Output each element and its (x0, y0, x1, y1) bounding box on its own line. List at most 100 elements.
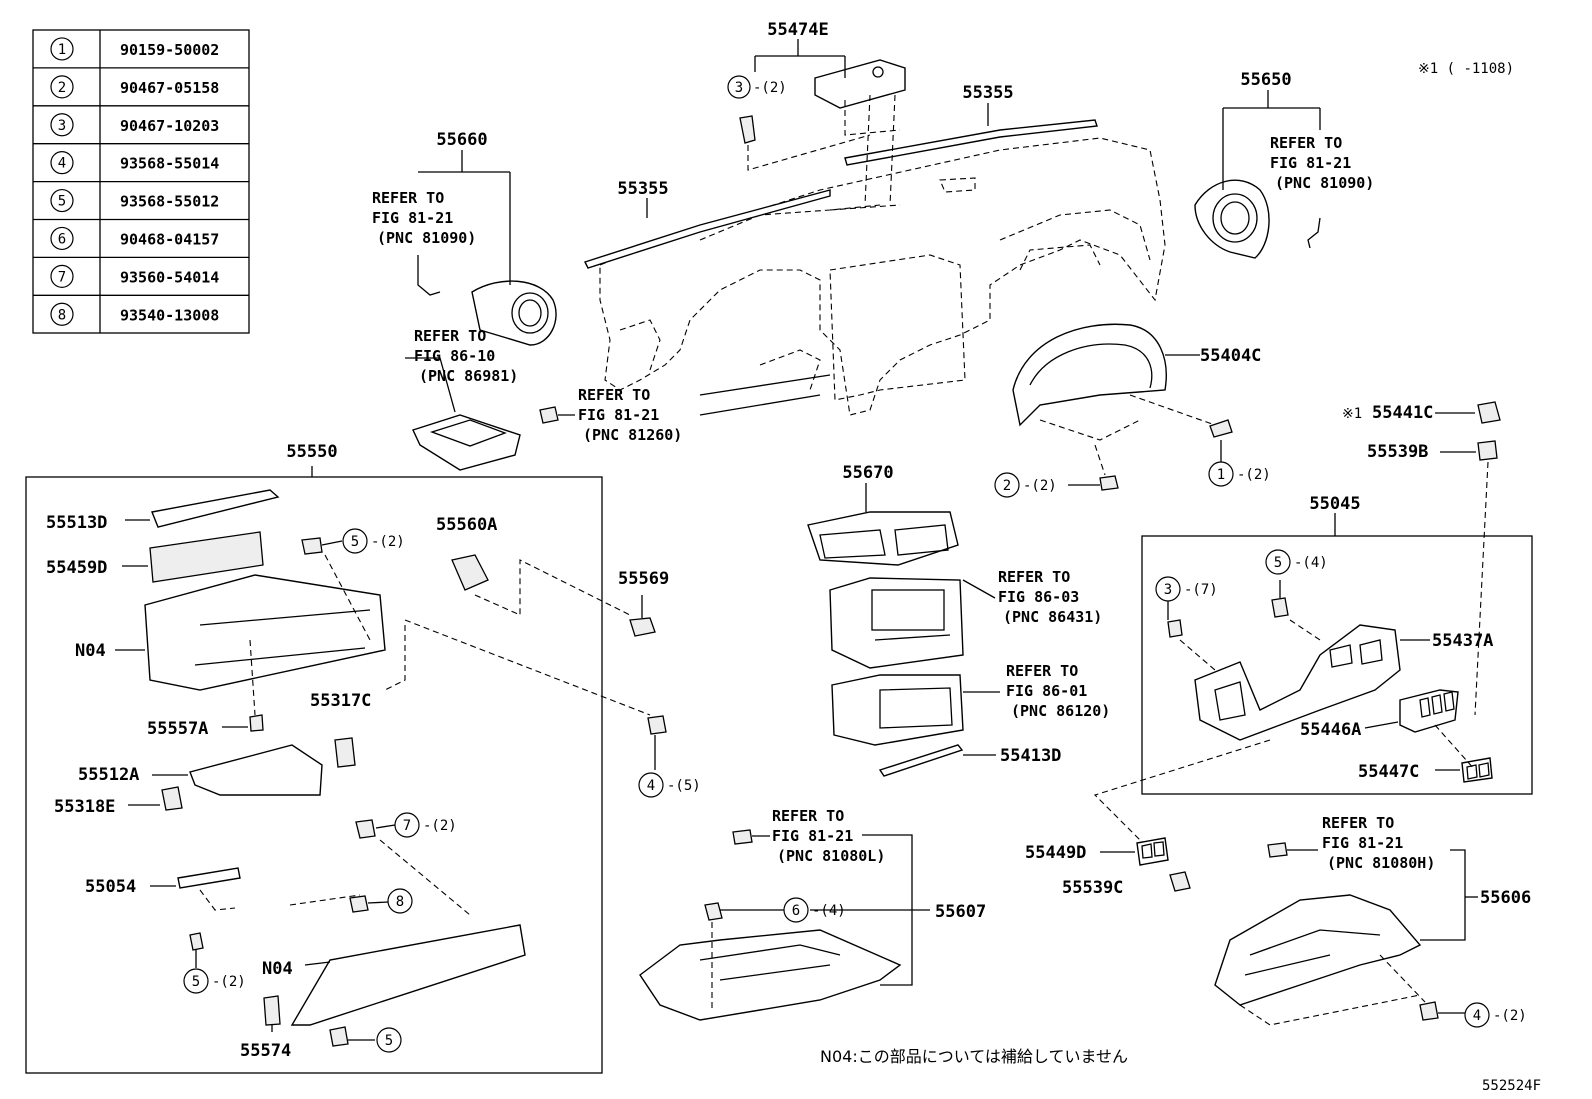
row-number: 6 (58, 231, 66, 247)
ref-55650: REFER TO FIG 81-21 (PNC 81090) (1270, 134, 1374, 192)
svg-text:FIG 86-03: FIG 86-03 (998, 588, 1079, 606)
label-n04-box: N04 (75, 641, 106, 661)
svg-text:4: 4 (1473, 1008, 1481, 1024)
label-55459D: 55459D (46, 558, 107, 578)
label-55574: 55574 (240, 1041, 291, 1061)
label-n04-door: N04 (262, 959, 293, 979)
svg-text:5: 5 (351, 534, 359, 550)
label-55413D: 55413D (1000, 746, 1061, 766)
part-55660-vent (417, 255, 557, 346)
callout-6: 6 -(4) (783, 897, 846, 923)
label-55550: 55550 (286, 442, 337, 462)
callout-5-c: 5 (376, 1027, 402, 1053)
svg-text:6: 6 (792, 903, 800, 919)
label-55441C-mark: ※1 (1342, 406, 1362, 422)
row-part-number: 90467-10203 (120, 117, 219, 135)
label-55054: 55054 (85, 877, 136, 897)
svg-text:(PNC 81090): (PNC 81090) (1275, 174, 1374, 192)
tray-86981 (412, 414, 521, 471)
label-55446A: 55446A (1300, 720, 1361, 740)
switch-panel-group (1093, 513, 1533, 841)
label-55606: 55606 (1480, 888, 1531, 908)
ref-86431: REFER TO FIG 86-03 (PNC 86431) (998, 568, 1102, 626)
label-55355-left: 55355 (617, 179, 668, 199)
callout-5-b: 5 -(2) (183, 968, 246, 994)
svg-text:5: 5 (192, 974, 200, 990)
svg-text:REFER TO: REFER TO (1270, 134, 1342, 152)
row-number-circle (50, 226, 74, 251)
part-55670-center-stack (807, 511, 1000, 777)
svg-text:5: 5 (1274, 555, 1282, 571)
label-55650: 55650 (1240, 70, 1291, 90)
svg-text:FIG 86-10: FIG 86-10 (414, 347, 495, 365)
svg-text:-(2): -(2) (1023, 478, 1057, 494)
label-55447C: 55447C (1358, 762, 1419, 782)
part-labels: 55474E 55355 55355 55650 55660 55404C ※1… (46, 20, 1531, 1061)
label-55660: 55660 (436, 130, 487, 150)
part-55404C-meter-hood (1012, 323, 1233, 491)
svg-text:(PNC 86431): (PNC 86431) (1003, 608, 1102, 626)
svg-text:FIG 81-21: FIG 81-21 (1270, 154, 1351, 172)
ref-86981: REFER TO FIG 86-10 (PNC 86981) (414, 327, 518, 385)
label-55317C: 55317C (310, 691, 371, 711)
row-part-number: 90468-04157 (120, 230, 219, 248)
row-number-circle (50, 151, 74, 175)
row-number: 4 (58, 156, 66, 172)
callout-3-top: 3 -(2) (727, 75, 787, 99)
callout-1-mid: 1 -(2) (1208, 461, 1271, 487)
label-55474E: 55474E (767, 20, 828, 40)
row-number-circle (50, 302, 74, 326)
svg-text:FIG 81-21: FIG 81-21 (772, 827, 853, 845)
row-number: 1 (58, 42, 66, 58)
svg-text:2: 2 (1003, 478, 1011, 494)
parts-table-row: 6 90468-04157 (33, 218, 249, 251)
svg-text:-(2): -(2) (753, 80, 787, 96)
svg-text:-(4): -(4) (812, 903, 846, 919)
part-55606-lower-panel (1214, 842, 1478, 1026)
glovebox-group (25, 466, 651, 1074)
ref-81080H: REFER TO FIG 81-21 (PNC 81080H) (1322, 814, 1435, 872)
svg-text:(PNC 86981): (PNC 86981) (419, 367, 518, 385)
part-55650-vent (1194, 179, 1321, 259)
instrument-panel-drawing (539, 59, 1166, 424)
row-number: 5 (58, 194, 66, 210)
svg-text:(PNC 86120): (PNC 86120) (1011, 702, 1110, 720)
label-55557A: 55557A (147, 719, 208, 739)
label-55607: 55607 (935, 902, 986, 922)
svg-text:5: 5 (385, 1033, 393, 1049)
label-55355-top: 55355 (962, 83, 1013, 103)
svg-text:FIG 86-01: FIG 86-01 (1006, 682, 1087, 700)
refer-blocks: REFER TO FIG 81-21 (PNC 81090) REFER TO … (372, 134, 1435, 872)
svg-text:7: 7 (403, 818, 411, 834)
svg-text:REFER TO: REFER TO (998, 568, 1070, 586)
svg-text:-(5): -(5) (667, 778, 701, 794)
svg-text:FIG 81-21: FIG 81-21 (1322, 834, 1403, 852)
label-55560A: 55560A (436, 515, 497, 535)
svg-text:-(2): -(2) (1237, 467, 1271, 483)
parts-table-row: 4 93568-55014 (33, 143, 249, 175)
row-part-number: 93540-13008 (120, 306, 219, 324)
callout-7: 7 -(2) (394, 812, 457, 838)
callouts: 3 -(2) 2 -(2) 1 -(2) 5 -(2) 4 -(5) 7 -(2… (183, 75, 1527, 1053)
svg-text:(PNC 81080L): (PNC 81080L) (777, 847, 885, 865)
label-55404C: 55404C (1200, 346, 1261, 366)
callout-4-a: 4 -(5) (638, 772, 701, 798)
label-55318E: 55318E (54, 797, 115, 817)
callout-8: 8 (387, 888, 413, 914)
row-number-circle (50, 75, 74, 99)
svg-text:REFER TO: REFER TO (578, 386, 650, 404)
row-number-circle (50, 264, 74, 288)
svg-text:-(2): -(2) (1493, 1008, 1527, 1024)
parts-table-row: 1 90159-50002 (50, 37, 219, 61)
svg-text:-(4): -(4) (1294, 555, 1328, 571)
svg-text:-(2): -(2) (212, 974, 246, 990)
label-55569: 55569 (618, 569, 669, 589)
svg-text:REFER TO: REFER TO (1322, 814, 1394, 832)
row-part-number: 93568-55014 (120, 155, 219, 173)
row-part-number: 90159-50002 (120, 41, 219, 59)
n04-note: N04:この部品については補給していません (820, 1047, 1128, 1066)
svg-text:4: 4 (647, 778, 655, 794)
